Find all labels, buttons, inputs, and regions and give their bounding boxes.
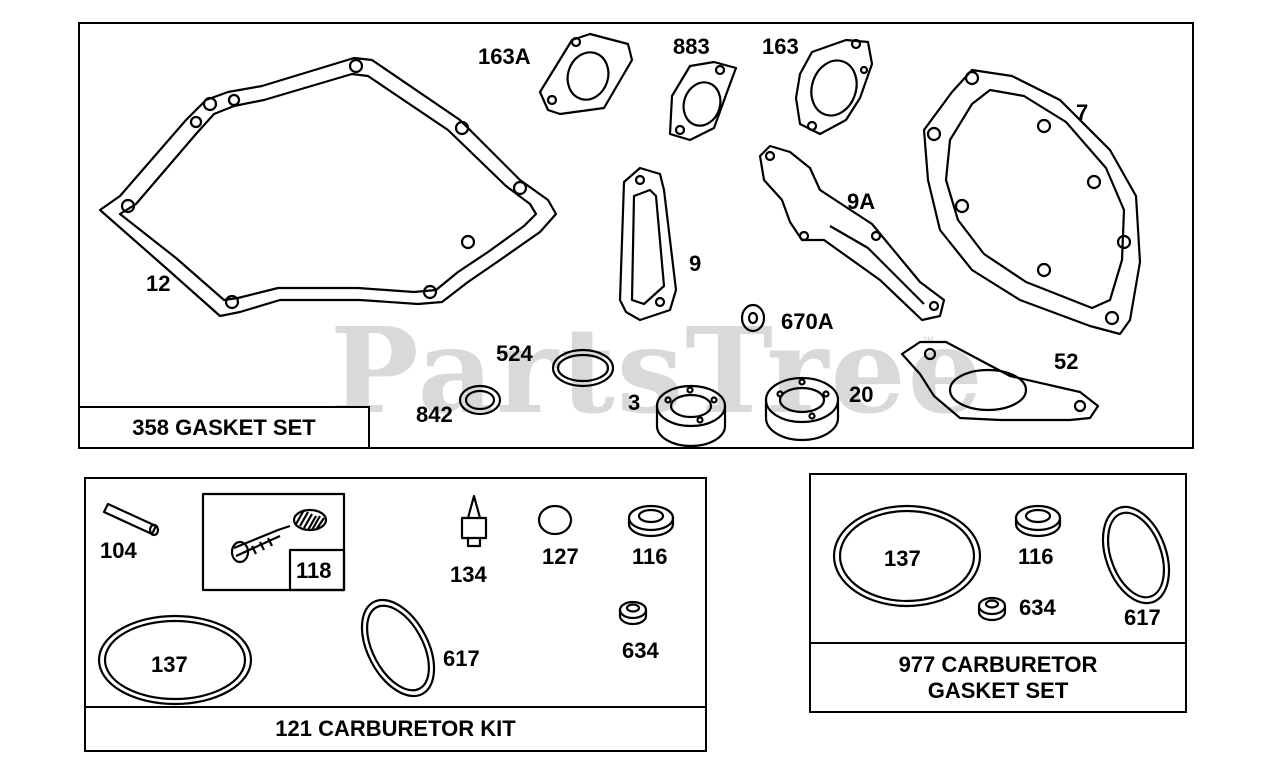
seal-3 <box>655 384 727 448</box>
float-needle-134 <box>460 494 488 548</box>
label-116-b: 116 <box>1018 544 1054 569</box>
label-842: 842 <box>416 402 453 427</box>
label-118: 118 <box>296 558 332 583</box>
ring-617 <box>360 598 436 698</box>
label-634: 634 <box>622 638 659 663</box>
gasket-163 <box>794 38 874 136</box>
label-617-b: 617 <box>1124 605 1161 630</box>
label-163: 163 <box>762 34 799 59</box>
pin-104 <box>102 502 160 537</box>
label-634-b: 634 <box>1019 595 1056 620</box>
label-163A: 163A <box>478 44 531 69</box>
ring-842 <box>458 384 502 416</box>
label-9A: 9A <box>847 189 876 214</box>
label-7: 7 <box>1076 100 1089 125</box>
ring-617-b <box>1101 505 1171 605</box>
gasket-883 <box>668 60 738 142</box>
washer-670A <box>740 303 766 333</box>
inset-118-label-box <box>288 548 346 592</box>
label-9: 9 <box>689 251 702 276</box>
ring-524 <box>551 348 615 388</box>
plug-127 <box>537 504 573 536</box>
label-20: 20 <box>849 382 874 407</box>
label-12: 12 <box>146 271 171 296</box>
label-134: 134 <box>450 562 487 587</box>
label-883: 883 <box>673 34 710 59</box>
label-524: 524 <box>496 341 533 366</box>
washer-116 <box>627 504 675 538</box>
spring-118 <box>292 508 328 532</box>
gasket-9 <box>618 166 678 322</box>
washer-634-b <box>977 596 1007 622</box>
washer-634 <box>618 600 648 626</box>
carburetor-kit-caption: 121 CARBURETOR KIT <box>84 706 707 752</box>
label-116: 116 <box>632 544 668 569</box>
carburetor-gasket-set-caption: 977 CARBURETOR GASKET SET <box>809 642 1187 713</box>
needle-118 <box>230 524 291 564</box>
gasket-52 <box>900 340 1100 422</box>
label-670A: 670A <box>781 309 834 334</box>
label-104: 104 <box>100 538 137 563</box>
caption-line-2: GASKET SET <box>927 677 1069 703</box>
label-617: 617 <box>443 646 480 671</box>
label-3: 3 <box>628 390 641 415</box>
gasket-set-panel <box>78 22 1194 449</box>
ring-137 <box>97 614 253 706</box>
crankcase-gasket-12 <box>98 56 558 318</box>
label-137: 137 <box>151 652 188 677</box>
cylinder-head-gasket-7 <box>922 68 1142 336</box>
gasket-163A <box>538 32 634 116</box>
label-127: 127 <box>542 544 579 569</box>
inset-118-box <box>201 492 346 592</box>
seal-20 <box>764 376 840 442</box>
label-137-b: 137 <box>884 546 921 571</box>
gasket-set-caption: 358 GASKET SET <box>78 406 370 449</box>
ring-137-b <box>832 504 982 608</box>
label-52: 52 <box>1054 349 1079 374</box>
caption-line-1: 977 CARBURETOR <box>898 651 1098 677</box>
washer-116-b <box>1014 504 1062 538</box>
gasket-9A <box>758 144 946 322</box>
